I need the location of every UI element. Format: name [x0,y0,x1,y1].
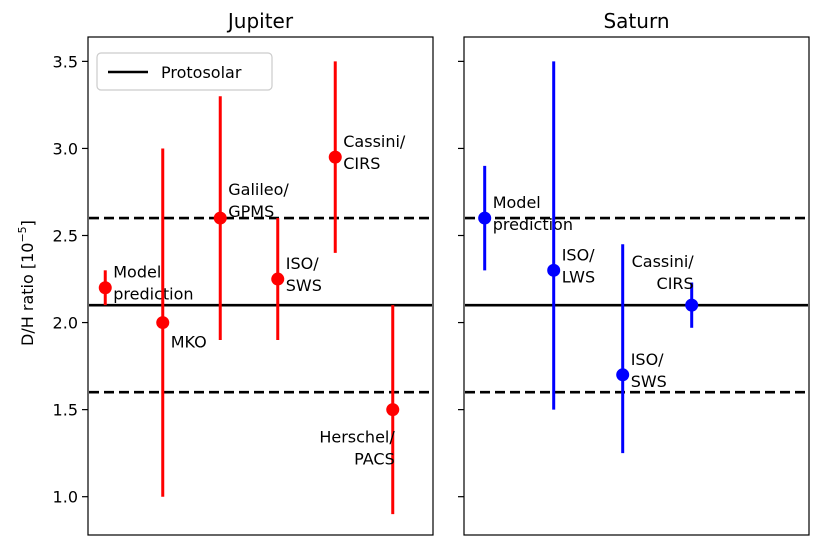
point-annotation-line: LWS [562,267,595,286]
point-annotation-line: ISO/ [286,254,319,273]
y-tick-label: 2.5 [53,227,78,246]
point-annotation: Cassini/CIRS [632,252,695,293]
y-axis-label: D/H ratio [10−5] [16,220,37,346]
y-tick-label: 1.5 [53,401,78,420]
point-annotation: Model prediction [113,263,193,304]
point-annotation-line: GPMS [228,202,274,221]
point-annotation: ISO/LWS [562,245,595,286]
point-annotation-line: Cassini/ [632,252,695,271]
data-point [328,150,342,164]
point-annotation-line: prediction [493,215,573,234]
point-annotation: Galileo/GPMS [228,180,289,221]
legend-box [96,52,273,91]
point-annotation-line: Galileo/ [228,180,289,199]
point-annotation: ISO/SWS [631,350,667,391]
data-point [547,263,561,277]
point-annotation-line: SWS [286,276,322,295]
point-annotation-line: ISO/ [562,245,595,264]
panel-title: Jupiter [226,9,294,33]
data-point [616,368,630,382]
plot-frame [463,36,810,536]
data-point [478,211,492,225]
data-point [386,403,400,417]
y-tick-label: 3.5 [53,52,78,71]
point-annotation-line: ISO/ [631,350,664,369]
point-annotation: Model prediction [493,193,573,234]
point-annotation-line: Model [113,263,161,282]
point-annotation-line: Herschel/ [319,428,395,447]
point-annotation-line: Cassini/ [343,132,406,151]
point-annotation: Herschel/PACS [319,428,395,469]
point-annotation-line: CIRS [343,154,380,173]
point-annotation: ISO/SWS [286,254,322,295]
data-point [271,272,285,286]
data-point [156,316,170,330]
point-annotation-line: MKO [171,333,207,352]
point-annotation: Cassini/CIRS [343,132,406,173]
data-point [98,281,112,295]
plot-frame [87,36,434,536]
point-annotation: MKO [171,333,207,352]
point-annotation-line: SWS [631,372,667,391]
y-tick-label: 3.0 [53,139,78,158]
y-tick-label: 1.0 [53,488,78,507]
point-annotation-line: Model [493,193,541,212]
point-annotation-line: PACS [354,450,395,469]
y-tick-label: 2.0 [53,314,78,333]
point-annotation-line: prediction [113,285,193,304]
point-annotation-line: CIRS [657,274,694,293]
legend-label: Protosolar [161,63,242,82]
data-point [213,211,227,225]
panel-title: Saturn [603,9,669,33]
data-point [685,298,699,312]
